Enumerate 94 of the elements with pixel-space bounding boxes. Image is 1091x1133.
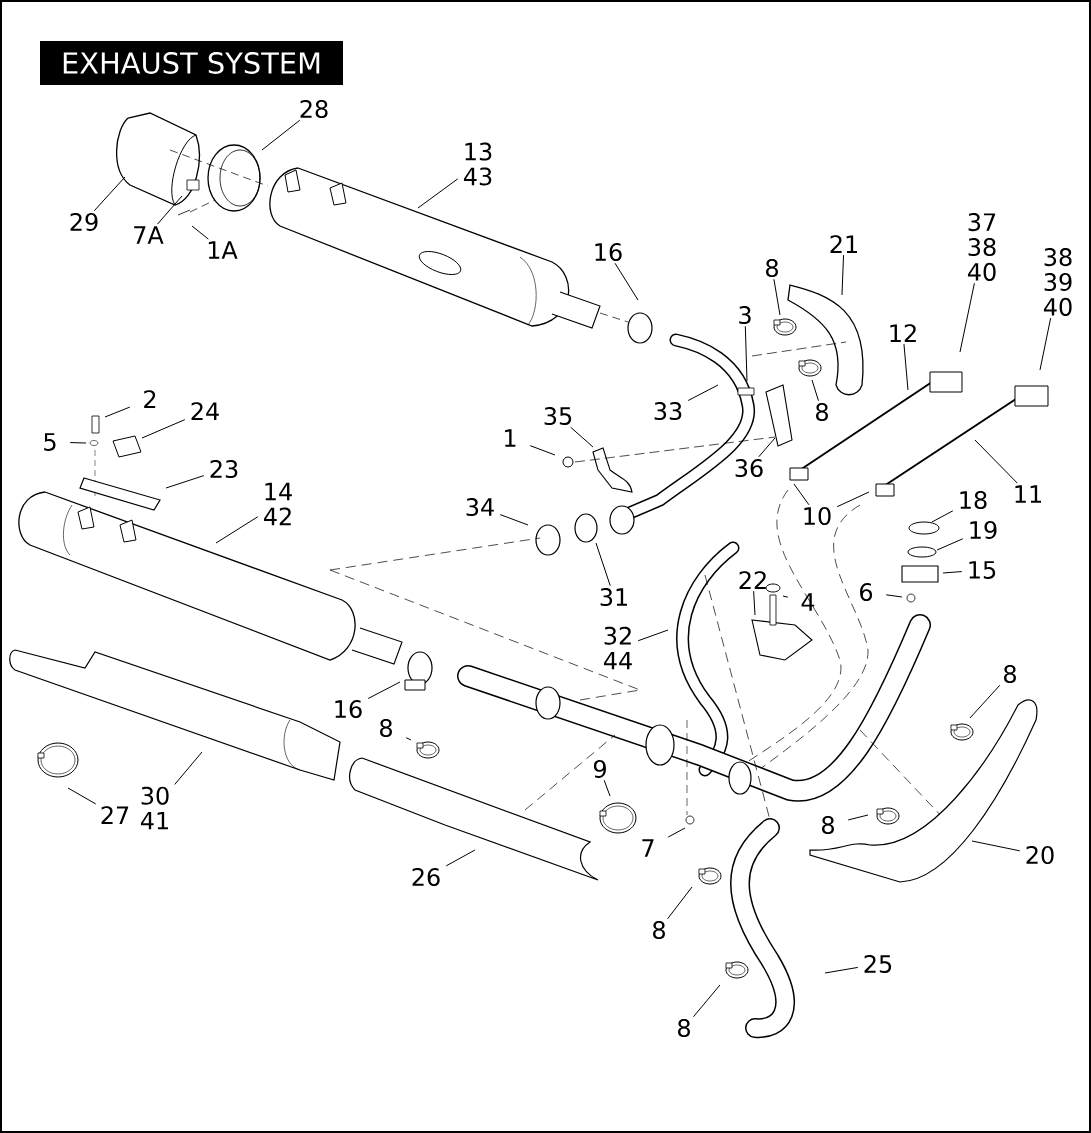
leader-line	[104, 406, 131, 418]
leader-line	[67, 787, 97, 805]
callout-number: 20	[1026, 845, 1054, 865]
leader-line	[971, 840, 1021, 852]
leader-line	[595, 542, 611, 587]
callout-number: 38 39 40	[1043, 248, 1072, 316]
callout-number: 33	[654, 401, 682, 421]
leader-line	[637, 629, 669, 642]
callout-number: 22	[739, 571, 766, 589]
leader-line	[141, 419, 186, 439]
leader-line	[417, 178, 459, 209]
callout-number: 28	[300, 99, 328, 119]
leader-line	[847, 814, 869, 821]
leader-line	[165, 475, 205, 489]
leader-line	[959, 282, 975, 353]
callout-number: 14 42	[263, 482, 292, 526]
callout-number: 19	[970, 520, 997, 540]
leader-line	[215, 516, 259, 544]
callout-number: 30 41	[140, 786, 169, 830]
leader-line	[603, 779, 611, 797]
callout-number: 12	[890, 324, 916, 342]
callout-number: 32 44	[603, 626, 632, 670]
leader-line	[836, 491, 870, 508]
leader-line	[942, 571, 963, 574]
callout-number: 8	[822, 815, 834, 835]
leader-line	[367, 681, 401, 699]
leader-line	[667, 827, 686, 838]
callout-number: 23	[210, 459, 238, 479]
callout-number: 21	[830, 235, 857, 253]
leader-line	[936, 538, 964, 551]
callout-number: 3	[739, 305, 751, 325]
leader-line	[758, 437, 776, 458]
callout-number: 8	[766, 258, 778, 278]
callout-number: 16	[595, 242, 622, 262]
callout-number: 8	[653, 920, 665, 940]
callout-number: 25	[864, 954, 892, 974]
callout-number: 8	[816, 402, 828, 422]
callout-number: 2	[144, 390, 156, 408]
leader-line	[793, 483, 810, 506]
callout-number: 5	[44, 433, 56, 451]
leader-line	[782, 595, 789, 598]
leader-line	[1039, 317, 1052, 371]
leader-line	[885, 594, 903, 598]
callout-number: 18	[960, 490, 987, 510]
leader-line	[529, 445, 556, 456]
leader-line	[744, 325, 748, 382]
callout-number: 36	[735, 458, 763, 478]
callout-number: 7A	[134, 226, 164, 244]
callout-number: 16	[335, 699, 362, 719]
title-banner: EXHAUST SYSTEM	[40, 41, 343, 85]
callout-number: 37 38 40	[967, 213, 996, 281]
callout-number: 13 43	[463, 142, 492, 186]
leader-line	[811, 379, 819, 402]
callout-number: 7	[642, 839, 654, 857]
leader-line	[570, 426, 594, 448]
leader-line	[445, 849, 476, 867]
callout-number: 35	[544, 406, 572, 426]
leader-line	[931, 510, 954, 523]
leader-line	[903, 343, 909, 391]
callout-number: 11	[1015, 485, 1041, 503]
callout-number: 4	[801, 593, 815, 611]
leader-line	[614, 262, 639, 301]
leader-line	[93, 176, 126, 212]
leader-line	[69, 442, 87, 444]
callout-number: 29	[70, 212, 98, 232]
callout-number: 6	[860, 582, 873, 602]
leader-line	[841, 254, 845, 296]
leader-line	[191, 225, 209, 240]
leader-line	[174, 751, 203, 785]
leader-line	[773, 278, 781, 316]
leader-line	[667, 886, 693, 920]
callout-number: 34	[466, 497, 494, 517]
callout-number: 1A	[208, 241, 238, 259]
leader-line	[405, 737, 412, 741]
callout-number: 1	[505, 429, 516, 447]
callout-number: 24	[191, 402, 219, 420]
leader-line	[692, 984, 721, 1018]
leader-line	[157, 195, 183, 225]
callout-number: 10	[804, 506, 831, 526]
callout-number: 9	[593, 759, 606, 779]
callout-number: 8	[678, 1018, 690, 1038]
leader-line	[974, 439, 1018, 484]
callout-number: 31	[600, 587, 627, 607]
leader-line	[499, 514, 529, 526]
leader-line	[687, 384, 719, 401]
callout-number: 8	[380, 718, 392, 738]
leader-line	[824, 966, 859, 974]
leader-line	[753, 590, 756, 616]
callout-number: 15	[969, 561, 996, 579]
leader-line	[261, 119, 301, 151]
callout-number: 8	[1004, 664, 1016, 684]
leader-line	[969, 684, 1001, 719]
callout-number: 26	[412, 867, 440, 887]
callout-number: 27	[101, 806, 129, 824]
